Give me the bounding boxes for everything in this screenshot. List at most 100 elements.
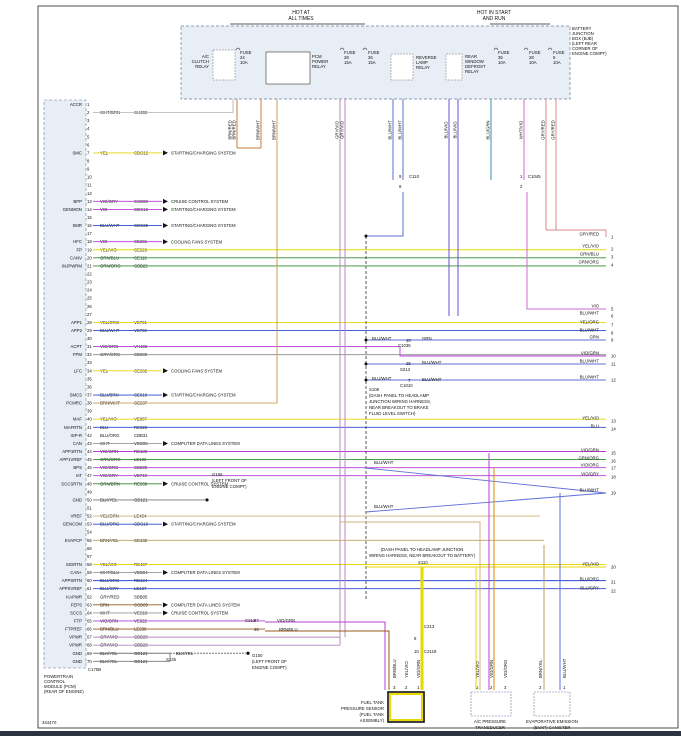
bus-blu-wht-f: BLU/WHT	[374, 504, 394, 509]
c213-label: C213	[245, 618, 256, 623]
pin-10-label: 10	[414, 649, 419, 654]
pcm-pin-signal: CANV	[70, 255, 82, 260]
wire-layer: STARTING/CHARGING SYSTEM CRUISE CONTROL S…	[93, 99, 607, 690]
pcm-wire-color: BLU/ORG	[100, 433, 120, 438]
pcm-pin-number: 41	[87, 425, 92, 430]
pcm-pin-signal: BPS	[73, 465, 82, 470]
pcm-pin-number: 52	[87, 514, 92, 519]
right-edge-connector-number: 19	[611, 491, 616, 496]
pcm-pin-signal: MAF	[73, 417, 82, 422]
right-edge-wire-color: BLU/WHT	[580, 375, 600, 380]
bus-blu-wht-c: BLU/WHT	[372, 376, 392, 381]
pcm-pin-signal: CAN+	[70, 570, 82, 575]
pcm-pin-number: 43	[87, 441, 92, 446]
right-edge-wire-color: VIO/GRN	[581, 448, 599, 453]
c1045-pin-a: 1	[520, 174, 523, 179]
bus-blk-yel: BLK/YEL	[176, 651, 194, 656]
right-edge-wire-color: GRY/RED	[580, 232, 600, 237]
pcm-pin-signal: PCMRC	[66, 401, 82, 406]
vertical-wire-label: BRN/RED	[228, 120, 233, 139]
pcm-pin-number: 49	[87, 489, 92, 494]
pcm-pin-number: 61	[87, 586, 92, 591]
pcm-pin-number: 30	[87, 336, 92, 341]
destination-system-label: STARTING/CHARGING SYSTEM	[171, 223, 236, 228]
pcm-pin-number: 63	[87, 602, 92, 607]
pcm-pin-number: 34	[87, 368, 92, 373]
pcm-pin-signal: IAT	[76, 473, 83, 478]
c213-right-label: C213	[424, 624, 435, 629]
c1035-label: C1035	[398, 343, 411, 348]
pcm-connector-body	[43, 99, 87, 669]
sensor-wire-color: YEL/VIO	[475, 661, 480, 678]
pcm-pin-number: 53	[87, 522, 92, 527]
wire-horizontal	[365, 492, 607, 513]
right-edge-wire-color: VIO	[592, 304, 600, 309]
pcm-pin-number: 45	[87, 457, 92, 462]
pcm-pin-number: 31	[87, 344, 92, 349]
pcm-wire-circuit: SBB05	[134, 594, 148, 599]
arrow-icon	[163, 368, 168, 374]
right-edge-connector-number: 8	[611, 331, 614, 336]
pcm-pin-number: 65	[87, 618, 92, 623]
vertical-wire-label: WHT/VIO	[519, 120, 524, 139]
right-edge-connector-number: 14	[611, 427, 616, 432]
pcm-pin-signal: INJPWRM	[62, 263, 82, 268]
pcm-pin-number: 62	[87, 594, 92, 599]
arrow-icon	[163, 602, 168, 608]
pcm-pin-signal: SCCSRTN	[61, 481, 82, 486]
right-edge-wire-color: VIO/GRN	[581, 351, 599, 356]
ground-icon	[246, 651, 250, 655]
splice-dot	[364, 338, 368, 342]
sensor-wire-color: VIO/GRN	[416, 660, 421, 678]
pcm-pin-number: 38	[87, 401, 92, 406]
c1045-label: C1045	[528, 174, 541, 179]
ac-clutch-relay	[212, 49, 236, 81]
bus-blu-wht-b: BLU/WHT	[422, 360, 442, 365]
c1010-label: C1010	[400, 383, 413, 388]
pcm-pin-number: 8	[87, 158, 90, 163]
pcm-pin-number: 14	[87, 207, 92, 212]
right-edge-wire-color: BLU/WHT	[580, 328, 600, 333]
right-edge-wire-color: GRN/ORG	[578, 456, 599, 461]
pcm-pin-signal: FEPS	[71, 602, 82, 607]
pcm-pin-number: 55	[87, 538, 92, 543]
pcm-pin-number: 9	[87, 167, 90, 172]
arrow-icon	[163, 223, 168, 229]
pcm-pin-number: 42	[87, 433, 92, 438]
arrow-icon	[163, 570, 168, 576]
right-edge-wire-color: YEL/ORG	[580, 320, 600, 325]
wire-horizontal	[526, 192, 606, 310]
wire-horizontal	[93, 346, 606, 357]
pcm-power-relay	[265, 51, 311, 85]
sensor-highlight	[389, 693, 423, 721]
right-edge-connector-number: 3	[611, 255, 614, 260]
pcm-pin-number: 1	[87, 102, 90, 107]
pcm-pin-number: 69	[87, 651, 92, 656]
pcm-pin-signal: FPM	[73, 352, 82, 357]
arrow-icon	[163, 198, 168, 204]
pcm-pin-number: 7	[87, 150, 90, 155]
pcm-pin-number: 64	[87, 610, 92, 615]
pcm-pin-signal: VPWR	[69, 643, 82, 648]
right-edge-wire-color: BLU/WHT	[580, 311, 600, 316]
pcm-pin-signal: GND	[72, 659, 82, 664]
destination-system-label: CRUISE CONTROL SYSTEM	[171, 611, 229, 616]
c1035-pin: 40	[406, 338, 411, 343]
sensor-title-line: ASSEMBLY)	[360, 718, 385, 723]
pcm-pin-number: 44	[87, 449, 92, 454]
pcm-pin-number: 50	[87, 497, 92, 502]
arrow-icon	[163, 239, 168, 245]
right-edge-connector-number: 5	[611, 307, 614, 312]
c213-pin46: 46	[254, 627, 259, 632]
right-edge-connector-number: 21	[611, 580, 616, 585]
destination-system-label: COMPUTER DATA LINES SYSTEM	[171, 570, 240, 575]
right-edge-wire-color: YEL/VIO	[582, 416, 599, 421]
